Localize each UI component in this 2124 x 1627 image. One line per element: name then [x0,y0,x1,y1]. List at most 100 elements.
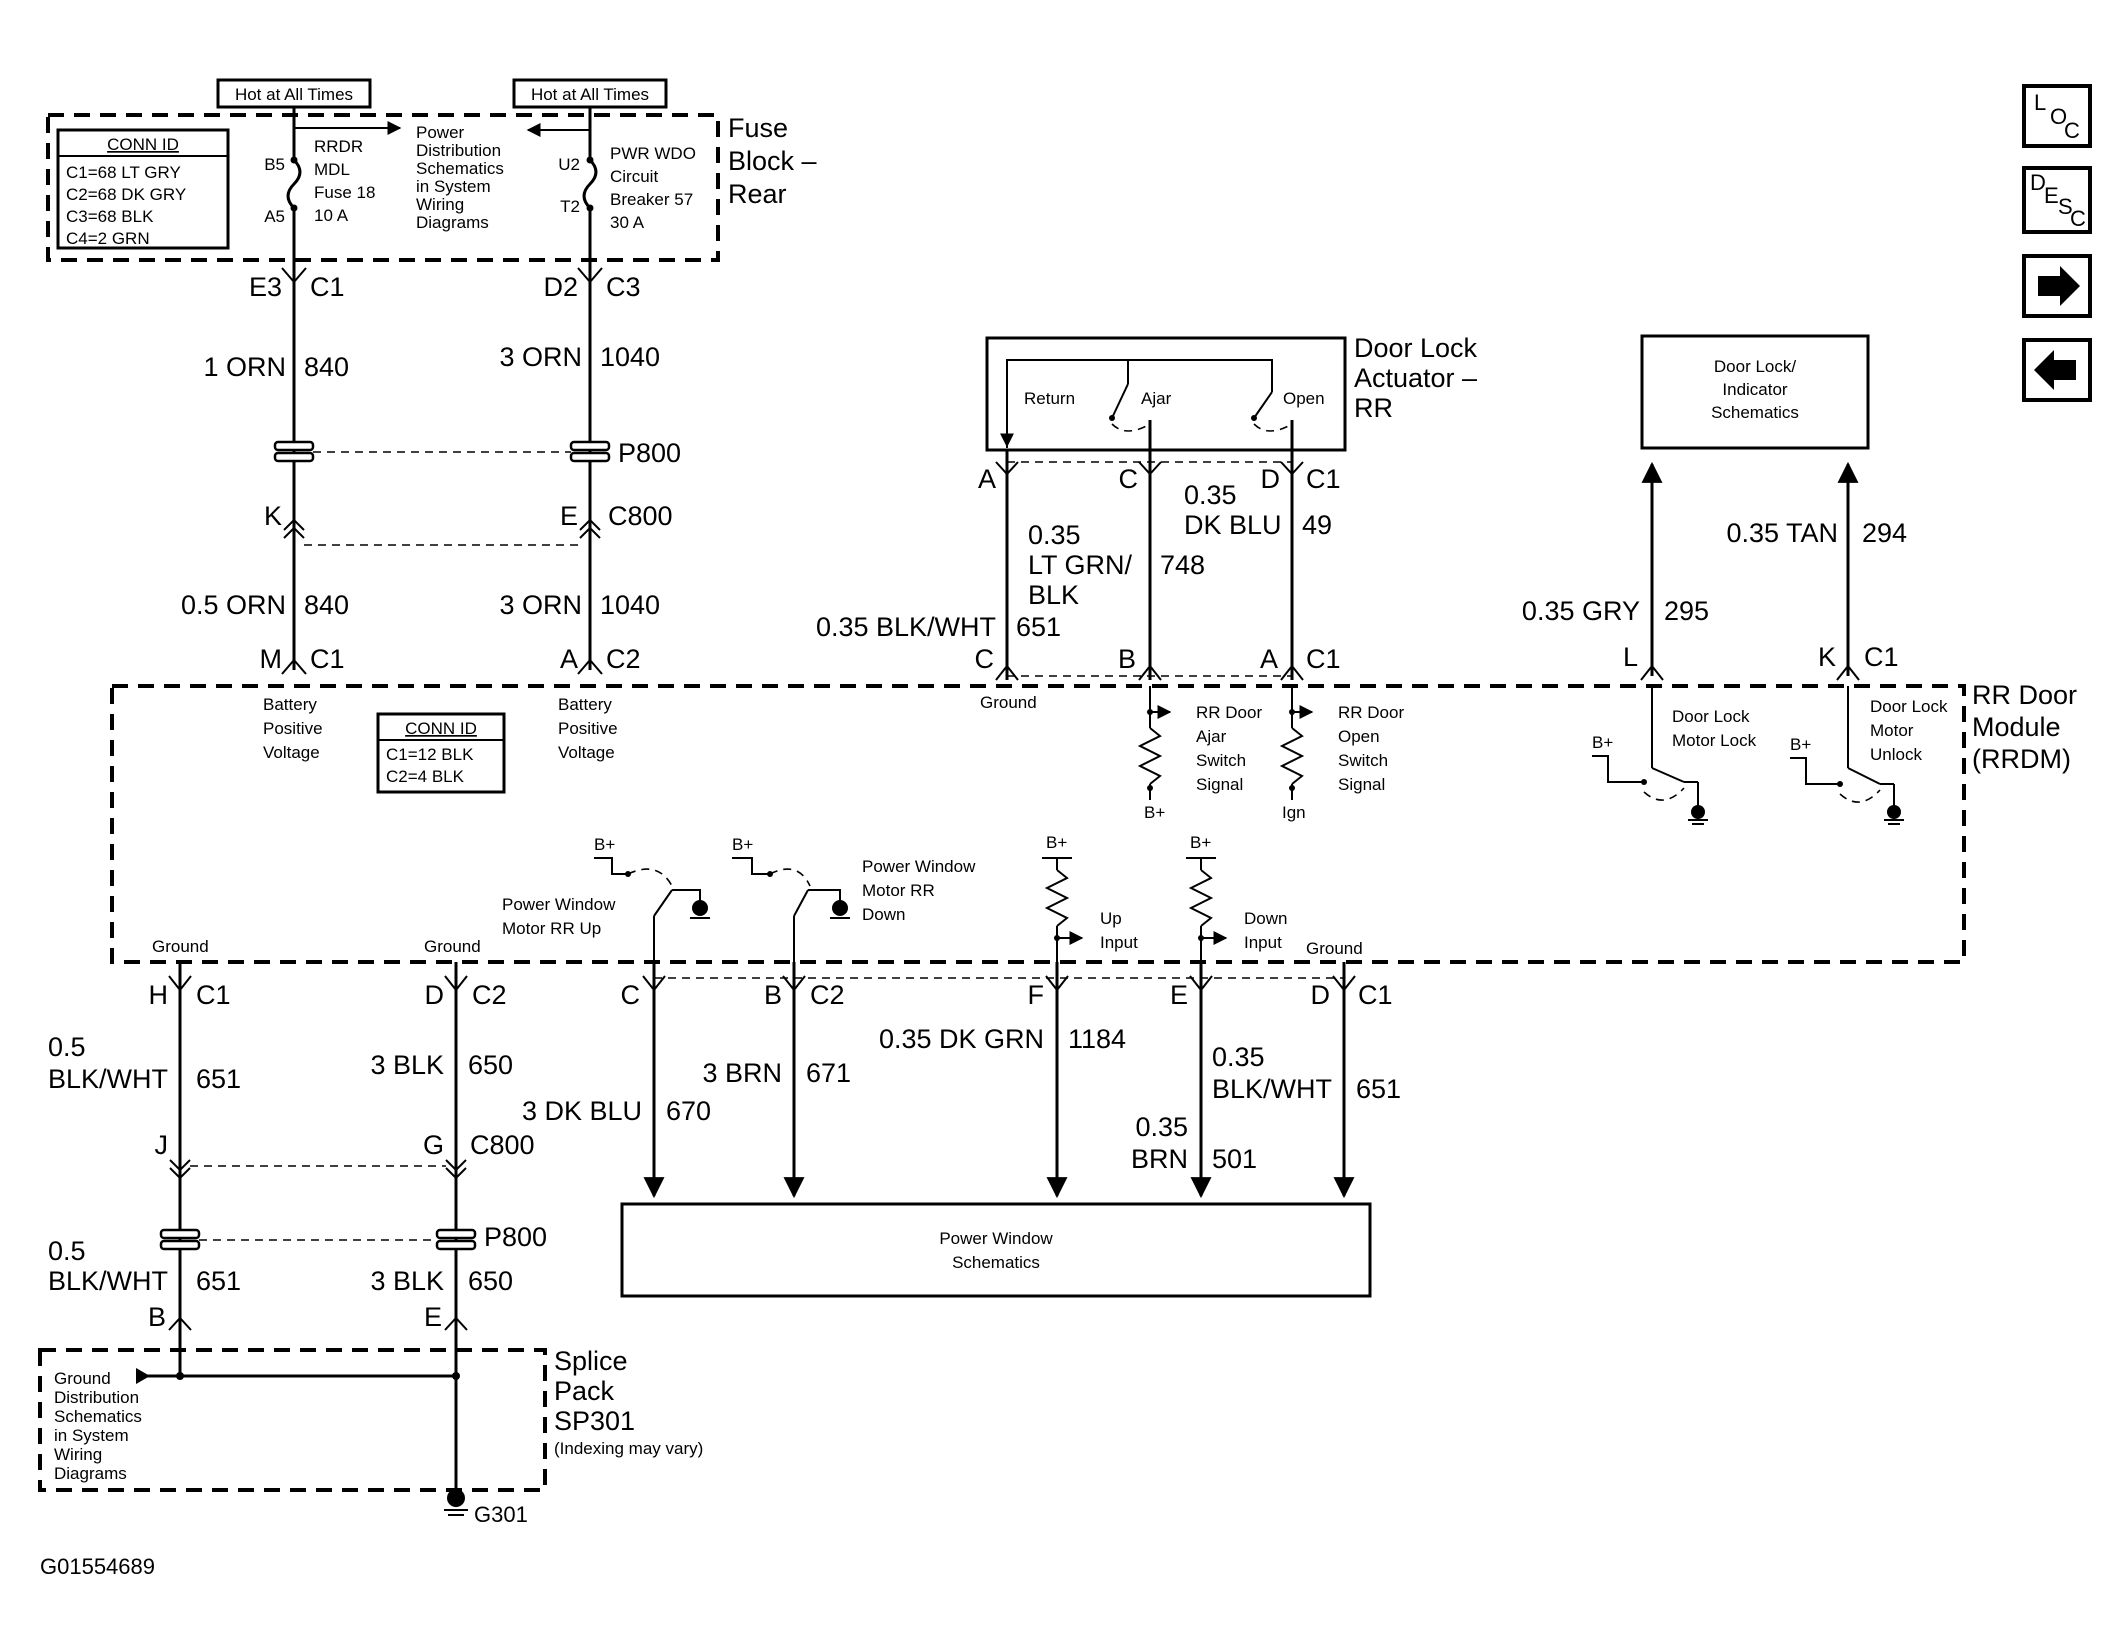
pin-k: K [264,501,282,531]
loc-c: C [2064,118,2080,143]
wire-748: 748 [1160,550,1205,580]
pin-b-c2: C2 [810,980,845,1010]
bat-left-3: Voltage [263,743,320,762]
w670-num: 670 [666,1096,711,1126]
bottom-wires: H C1 D C2 C B C2 F E D C1 0.5 BLK/WHT 65… [48,962,1401,1350]
pin-d: D [425,980,445,1010]
pin-b-bottom: B [764,980,782,1010]
power-dist-2: Distribution [416,141,501,160]
module-title-2: Module [1972,712,2061,742]
lock-label-1: Door Lock [1672,707,1750,726]
arrow-left-icon [2034,350,2076,390]
loc-button[interactable]: L O C [2022,84,2092,148]
wire-651-top: 0.35 BLK/WHT [816,612,996,642]
actuator-return: Return [1024,389,1075,408]
open-signal-1: RR Door [1338,703,1404,722]
pw-up-label-1: Power Window [502,895,616,914]
module-conn-1: C1=12 BLK [386,745,474,764]
module-title-1: RR Door [1972,680,2077,710]
indicator-box-3: Schematics [1711,403,1799,422]
ground-top: Ground [980,693,1037,712]
unlock-label-1: Door Lock [1870,697,1948,716]
wire-294: 294 [1862,518,1907,548]
pin-f: F [1028,980,1045,1010]
actuator-title-2: Actuator – [1354,363,1477,393]
bat-left-1: Battery [263,695,317,714]
conn-c1-m: C1 [310,644,345,674]
actuator-title-3: RR [1354,393,1393,423]
bplus-unlock: B+ [1790,735,1811,754]
down-input-1: Down [1244,909,1287,928]
ajar-signal-2: Ajar [1196,727,1227,746]
w650b-num: 650 [468,1266,513,1296]
bplus-down-input: B+ [1190,833,1211,852]
ground-dist-1: Ground [54,1369,111,1388]
loc-o: O [2050,104,2067,129]
actuator-open: Open [1283,389,1325,408]
breaker-label-2: Circuit [610,167,658,186]
power-window-schematics: Power Window Schematics [620,1202,1372,1298]
hot-at-all-times-left: Hot at All Times [235,85,353,104]
wire-1-orn: 1 ORN [203,352,286,382]
desc-c: C [2070,206,2086,231]
bplus-up-input: B+ [1046,833,1067,852]
forward-button[interactable] [2022,254,2092,318]
actuator-pin-a: A [978,464,996,494]
pin-g: G [423,1130,444,1160]
desc-s: S [2058,194,2073,219]
wire-748-gauge: 0.35 [1028,520,1081,550]
actuator-c1-top: C1 [1306,464,1341,494]
top-wires: E3 C1 D2 C3 1 ORN 840 3 ORN 1040 P800 K … [181,267,681,675]
breaker-pin-u2: U2 [558,155,580,174]
w501-gauge: 0.35 [1135,1112,1188,1142]
ajar-signal-4: Signal [1196,775,1243,794]
module-c1-a: C1 [1306,644,1341,674]
splice-title-3: SP301 [554,1406,635,1436]
w671-num: 671 [806,1058,851,1088]
open-resistor-icon [1279,727,1305,785]
wire-3-orn-b: 3 ORN [499,590,582,620]
conn-c3: C3 [606,272,641,302]
w650b-color: 3 BLK [370,1266,444,1296]
fuse-conn-id-title: CONN ID [107,135,179,154]
fuse-conn-line-1: C1=68 LT GRY [66,163,181,182]
w501-num: 501 [1212,1144,1257,1174]
bat-left-2: Positive [263,719,323,738]
wire-295-gauge: 0.35 GRY [1522,596,1640,626]
wire-1040b: 1040 [600,590,660,620]
pw-up-switch-icon [653,889,673,917]
door-lock-indicator: Door Lock/ Indicator Schematics 0.35 GRY… [1522,334,1907,681]
pw-down-label-1: Power Window [862,857,976,876]
unlock-label-3: Unlock [1870,745,1922,764]
up-input-resistor-icon [1044,869,1070,927]
hot-at-all-times-right: Hot at All Times [531,85,649,104]
ground-dist-4: in System [54,1426,129,1445]
fuse-conn-line-4: C4=2 GRN [66,229,150,248]
module-pin-a: A [1260,644,1278,674]
module-conn-2: C2=4 BLK [386,767,465,786]
desc-button[interactable]: D E S C [2022,166,2092,234]
actuator-title-1: Door Lock [1354,333,1478,363]
lock-label-2: Motor Lock [1672,731,1757,750]
ground-label-d1: Ground [1306,939,1363,958]
module-title-3: (RRDM) [1972,744,2071,774]
pin-e-splice: E [424,1302,442,1332]
fuse-block-title-1: Fuse [728,113,788,143]
down-input-resistor-icon [1188,869,1214,927]
w651c-color: BLK/WHT [48,1266,168,1296]
ground-unlock-icon [1887,805,1901,819]
power-dist-5: Wiring [416,195,464,214]
back-button[interactable] [2022,338,2092,402]
fuse-label-2: MDL [314,160,350,179]
w1184-color: 0.35 DK GRN [879,1024,1044,1054]
wire-1040: 1040 [600,342,660,372]
open-signal-4: Signal [1338,775,1385,794]
ground-pw-up-icon [692,900,708,916]
bat-right-3: Voltage [558,743,615,762]
c800-top: C800 [608,501,673,531]
pin-k-right: K [1818,642,1836,672]
splice-note: (Indexing may vary) [554,1439,703,1458]
rr-door-module: RR Door Module (RRDM) Battery Positive V… [110,680,2077,964]
w1184-num: 1184 [1068,1024,1126,1054]
w651c-num: 651 [196,1266,241,1296]
